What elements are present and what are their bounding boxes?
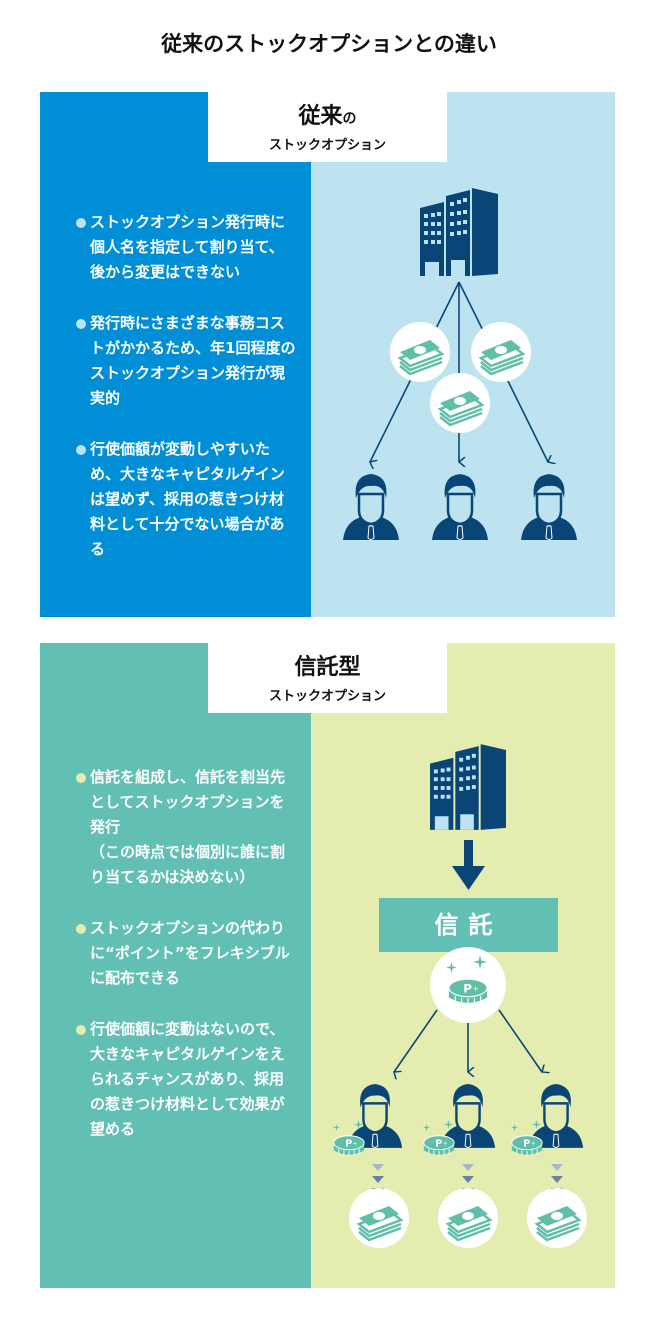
- step-arrow-icon: [372, 1164, 384, 1171]
- bullet-item: ストックオプションの代わりに“ポイント”をフレキシブルに配布できる: [76, 916, 298, 991]
- bullet-item: ストックオプション発行時に個人名を指定して割り当て、後から変更はできない: [76, 210, 298, 285]
- trust-bullets: 信託を組成し、信託を割当先としてストックオプションを発行（この時点では個別に誰に…: [76, 765, 298, 1168]
- point-coin-icon: [423, 1135, 455, 1157]
- step-arrow-icon: [462, 1164, 474, 1171]
- step-arrow-icon: [551, 1164, 563, 1171]
- traditional-heading-main: 従来: [298, 104, 343, 129]
- trust-heading-main: 信託型: [294, 655, 361, 680]
- money-icon: [349, 1188, 409, 1248]
- bullet-item: 信託を組成し、信託を割当先としてストックオプションを発行（この時点では個別に誰に…: [76, 765, 298, 890]
- allocation-arrow: [394, 1009, 438, 1072]
- sparkle-icon: [532, 1120, 541, 1129]
- traditional-left-panel: [40, 92, 311, 617]
- bullet-item: 発行時にさまざまな事務コストがかかるため、年1回程度のストックオプション発行が現…: [76, 311, 298, 411]
- point-coin-icon: [511, 1135, 543, 1157]
- down-arrow-icon: [452, 866, 485, 890]
- employee-group: [423, 1082, 498, 1248]
- sparkle-icon: [511, 1124, 518, 1131]
- money-icon: [438, 1188, 498, 1248]
- trust-label: 信託: [379, 898, 558, 952]
- sparkle-icon: [423, 1124, 430, 1131]
- traditional-heading-sub: ストックオプション: [268, 138, 386, 153]
- trust-left-panel: [40, 643, 311, 1288]
- sparkle-icon: [444, 1120, 453, 1129]
- employee-group: [511, 1082, 587, 1248]
- sparkle-icon: [333, 1124, 340, 1131]
- traditional-heading-particle: の: [342, 111, 357, 127]
- traditional-bullets: ストックオプション発行時に個人名を指定して割り当て、後から変更はできない 発行時…: [76, 210, 298, 588]
- allocation-arrow: [498, 1009, 542, 1072]
- employee-group: [333, 1082, 409, 1248]
- step-arrow-icon: [372, 1176, 384, 1183]
- page-title: 従来のストックオプションとの違い: [161, 32, 497, 56]
- bullet-item: 行使価額に変動はないので、大きなキャピタルゲインをえられるチャンスがあり、採用の…: [76, 1017, 298, 1142]
- traditional-heading: 従来の ストックオプション: [208, 92, 447, 162]
- step-arrow-icon: [551, 1176, 563, 1183]
- money-icon: [527, 1188, 587, 1248]
- trust-heading-sub: ストックオプション: [268, 689, 386, 704]
- point-coin-icon: [333, 1135, 365, 1157]
- bullet-note: （この時点では個別に誰に割り当てるかは決めない）: [90, 843, 286, 886]
- down-arrow-shaft: [464, 840, 473, 868]
- company-building-icon: [430, 744, 506, 830]
- step-arrow-icon: [462, 1176, 474, 1183]
- trust-heading: 信託型 ストックオプション: [208, 643, 447, 713]
- bullet-item: 行使価額が変動しやすいため、大きなキャピタルゲインは望めず、採用の惹きつけ材料と…: [76, 437, 298, 562]
